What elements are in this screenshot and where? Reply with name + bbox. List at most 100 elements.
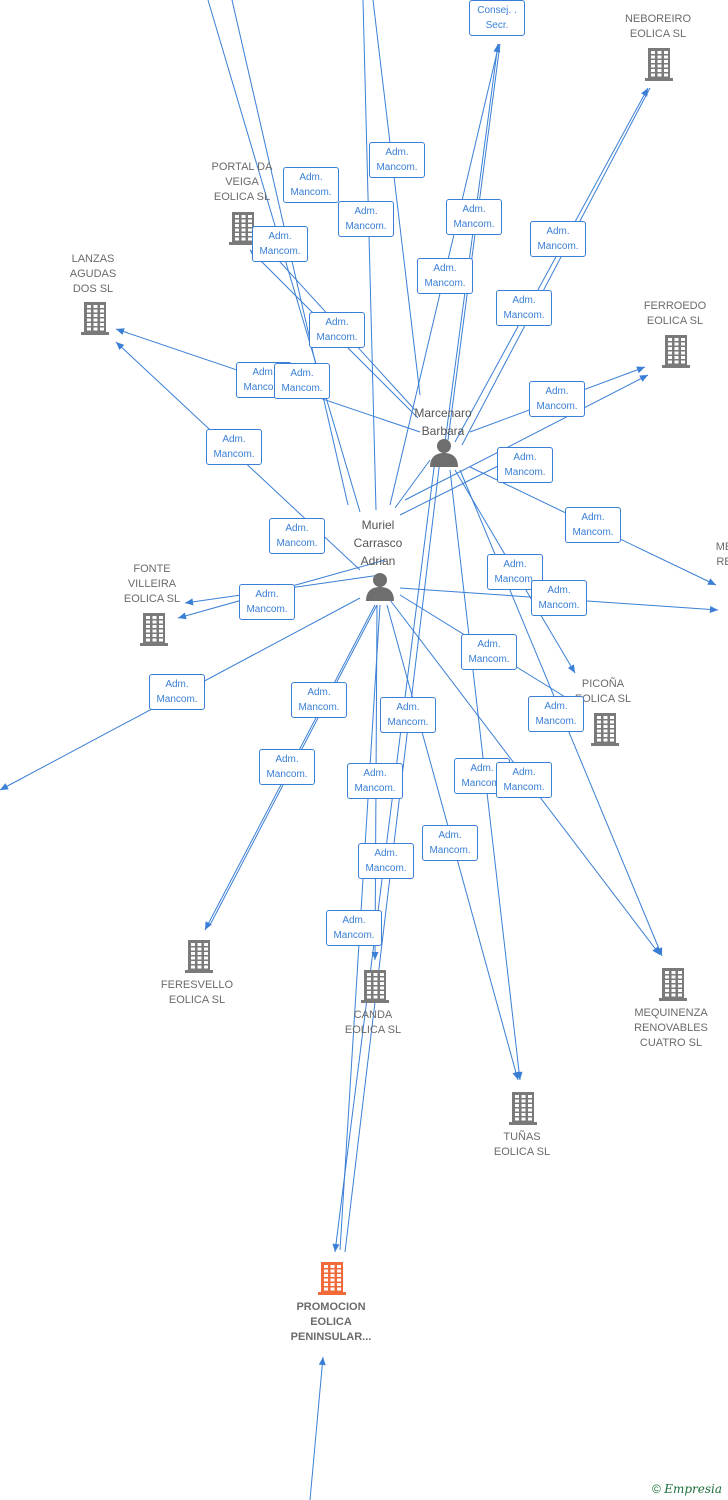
relation-label-adm-mancom[interactable]: Adm. Mancom. [269, 518, 325, 554]
relation-label-adm-mancom[interactable]: Adm. Mancom. [326, 910, 382, 946]
building-icon[interactable] [360, 969, 390, 1008]
relation-label-adm-mancom[interactable]: Adm. Mancom. [291, 682, 347, 718]
relation-label-adm-mancom[interactable]: Adm. Mancom. [252, 226, 308, 262]
relation-label-adm-mancom[interactable]: Adm. Mancom. [283, 167, 339, 203]
company-label[interactable]: TUÑAS EOLICA SL [493, 1131, 551, 1158]
relation-label-adm-mancom[interactable]: Adm. Mancom. [531, 580, 587, 616]
company-node-promocion[interactable]: PROMOCION EOLICA PENINSULAR... [291, 1300, 372, 1345]
relation-label-adm-mancom[interactable]: Adm. Mancom. [417, 258, 473, 294]
company-node-neboreiro[interactable]: NEBOREIRO EOLICA SL [625, 12, 691, 42]
relation-edge [362, 0, 377, 511]
building-icon[interactable] [658, 967, 688, 1006]
company-node-portal[interactable]: PORTAL DA VEIGA EOLICA SL [212, 160, 273, 205]
relation-label-adm-mancom[interactable]: Adm. Mancom. [149, 674, 205, 710]
company-node-picona[interactable]: PICOÑA EOLICA SL [575, 677, 631, 707]
person-label[interactable]: Muriel Carrasco Adrian [353, 518, 403, 568]
relation-edge [399, 464, 501, 516]
relation-label-adm-mancom[interactable]: Adm. Mancom. [496, 290, 552, 326]
relation-edge [447, 43, 501, 441]
relation-label-adm-mancom[interactable]: Adm. Mancom. [206, 429, 262, 465]
building-icon[interactable] [184, 939, 214, 978]
company-node-lanzas[interactable]: LANZAS AGUDAS DOS SL [70, 252, 116, 297]
company-node-ferroedo[interactable]: FERROEDO EOLICA SL [644, 299, 706, 329]
relation-label-adm-mancom[interactable]: Adm. Mancom. [274, 363, 330, 399]
company-label[interactable]: LANZAS AGUDAS DOS SL [69, 253, 117, 295]
arrowhead [332, 1243, 340, 1252]
person-node-marcenaro[interactable]: Marcenaro Barbara [414, 404, 471, 440]
relation-label-adm-mancom[interactable]: Adm. Mancom. [369, 142, 425, 178]
arrowhead [0, 783, 9, 790]
relation-label-adm-mancom[interactable]: Adm. Mancom. [496, 762, 552, 798]
relation-label-adm-mancom[interactable]: Adm. Mancom. [461, 634, 517, 670]
relation-edge [461, 87, 651, 446]
relation-label-adm-mancom[interactable]: Adm. Mancom. [529, 381, 585, 417]
relation-edge [404, 374, 649, 501]
company-label[interactable]: FERROEDO EOLICA SL [643, 300, 707, 327]
company-node-fonte[interactable]: FONTE VILLEIRA EOLICA SL [124, 562, 180, 607]
arrowheads-layer [0, 44, 718, 1366]
relation-label-consej-secr[interactable]: Consej. . Secr. [469, 0, 525, 36]
relation-label-adm-mancom[interactable]: Adm. Mancom. [497, 447, 553, 483]
relation-label-adm-mancom[interactable]: Adm. Mancom. [358, 843, 414, 879]
building-icon[interactable] [80, 301, 110, 340]
relation-edge [443, 43, 499, 451]
company-node-feresvello[interactable]: FERESVELLO EOLICA SL [161, 978, 233, 1008]
arrowhead [639, 375, 648, 382]
arrowhead [709, 605, 718, 613]
building-icon[interactable] [644, 47, 674, 86]
company-label[interactable]: PROMOCION EOLICA PENINSULAR... [290, 1301, 372, 1343]
copyright-symbol: © [652, 1482, 661, 1496]
relation-label-adm-mancom[interactable]: Adm. Mancom. [446, 199, 502, 235]
building-icon[interactable] [661, 334, 691, 373]
relation-label-adm-mancom[interactable]: Adm. Mancom. [259, 749, 315, 785]
person-label[interactable]: Marcenaro Barbara [414, 406, 472, 438]
relation-label-adm-mancom[interactable]: Adm. Mancom. [347, 763, 403, 799]
arrowhead [116, 342, 125, 351]
relation-label-adm-mancom[interactable]: Adm. Mancom. [309, 312, 365, 348]
arrowhead [636, 366, 645, 374]
company-label[interactable]: ME RE [715, 541, 728, 568]
relation-label-adm-mancom[interactable]: Adm. Mancom. [422, 825, 478, 861]
arrowhead [512, 1071, 520, 1080]
company-label[interactable]: CANDA EOLICA SL [344, 1009, 402, 1036]
relation-label-adm-mancom[interactable]: Adm. Mancom. [565, 507, 621, 543]
relation-edge [454, 87, 649, 443]
relation-label-adm-mancom[interactable]: Adm. Mancom. [528, 696, 584, 732]
company-label[interactable]: FONTE VILLEIRA EOLICA SL [123, 563, 181, 605]
person-icon[interactable] [429, 437, 459, 472]
relation-edge [372, 0, 421, 396]
arrowhead [205, 921, 212, 930]
company-node-mequinenza[interactable]: MEQUINENZA RENOVABLES CUATRO SL [634, 1006, 708, 1051]
building-icon[interactable] [139, 612, 169, 651]
arrowhead [178, 612, 187, 620]
company-label[interactable]: FERESVELLO EOLICA SL [160, 979, 234, 1006]
relation-label-adm-mancom[interactable]: Adm. Mancom. [530, 221, 586, 257]
copyright-notice: © Empresia [652, 1482, 722, 1496]
person-icon[interactable] [365, 571, 395, 606]
company-node-canda[interactable]: CANDA EOLICA SL [345, 1008, 401, 1038]
relation-edge [309, 1356, 324, 1500]
arrowhead [371, 951, 379, 960]
company-label[interactable]: PICOÑA EOLICA SL [574, 678, 632, 705]
building-icon[interactable] [508, 1091, 538, 1130]
arrowhead [567, 664, 575, 673]
building-icon[interactable] [317, 1261, 347, 1300]
person-node-muriel[interactable]: Muriel Carrasco Adrian [354, 516, 403, 570]
company-label[interactable]: PORTAL DA VEIGA EOLICA SL [211, 161, 273, 203]
company-label[interactable]: NEBOREIRO EOLICA SL [624, 13, 692, 40]
brand-logo: Empresia [664, 1482, 722, 1496]
arrowhead [652, 946, 660, 955]
company-node-tunas[interactable]: TUÑAS EOLICA SL [494, 1130, 550, 1160]
relation-label-adm-mancom[interactable]: Adm. Mancom. [338, 201, 394, 237]
arrowhead [493, 44, 501, 53]
building-icon[interactable] [590, 712, 620, 751]
relation-label-adm-mancom[interactable]: Adm. Mancom. [380, 697, 436, 733]
company-label[interactable]: MEQUINENZA RENOVABLES CUATRO SL [634, 1007, 708, 1049]
arrowhead [318, 1357, 326, 1366]
company-node-edge_right[interactable]: ME RE [716, 540, 728, 570]
building-icon[interactable] [228, 211, 258, 250]
arrowhead [641, 88, 648, 97]
relation-edge [394, 459, 431, 509]
relation-label-adm-mancom[interactable]: Adm. Mancom. [239, 584, 295, 620]
arrowhead [116, 328, 125, 335]
